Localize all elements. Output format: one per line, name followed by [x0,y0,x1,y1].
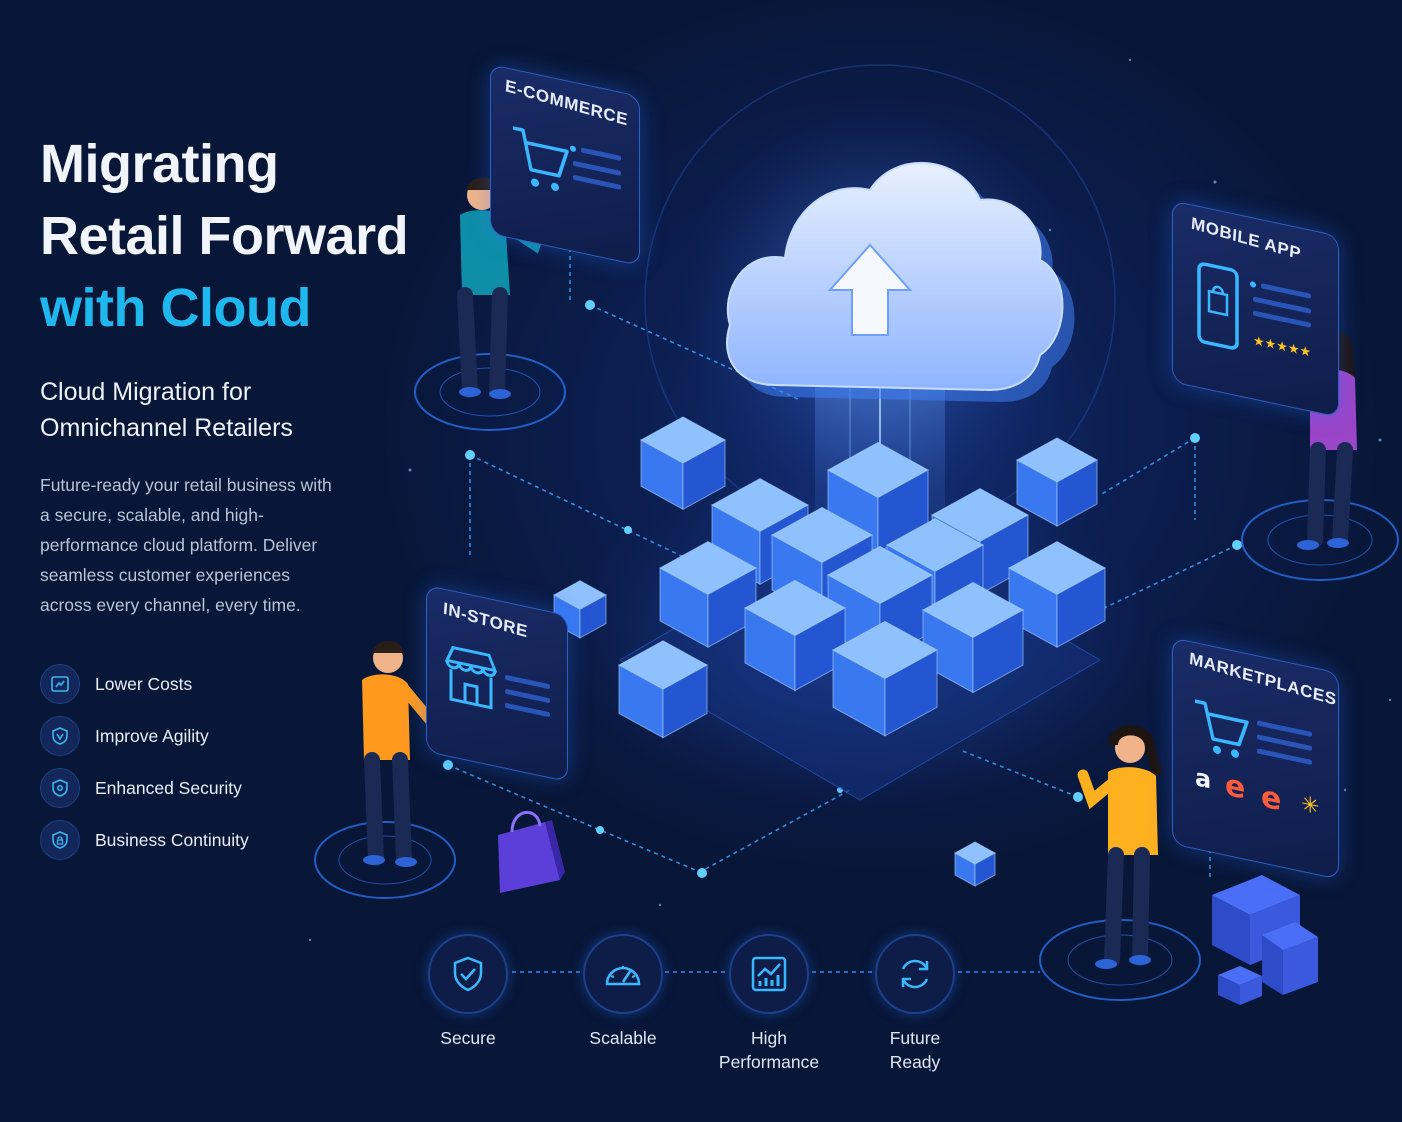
parcel-boxes-icon [1212,875,1318,1005]
feature-label-line-1: Future [889,1028,941,1048]
person-ecommerce [457,177,551,399]
feature-scalable: Scalable [548,934,698,1050]
benefit-item-enhanced-security: Enhanced Security [40,762,420,814]
benefit-item-business-continuity: Business Continuity [40,814,420,866]
agility-icon [40,716,80,756]
hero-title-line-1: Migrating [40,134,279,194]
shopping-bag-icon [498,810,565,893]
smartphone-icon: ★★★★★ [1197,262,1311,361]
feature-label-line-2: Performance [718,1052,820,1072]
storefront-icon [444,645,550,717]
feature-label: Future Ready [840,1026,990,1074]
upload-arrow-icon [827,243,913,336]
hero-subtitle: Cloud Migration for Omnichannel Retailer… [40,374,420,446]
shield-check-icon [453,956,483,992]
marketplace-logo: a [1195,763,1212,795]
feature-icon-circle [729,934,809,1014]
chart-up-icon [751,956,787,992]
feature-secure: Secure [393,934,543,1050]
benefit-label: Improve Agility [95,725,209,746]
benefit-label: Lower Costs [95,673,193,694]
channel-panel-ecommerce[interactable]: E-COMMERCE [490,64,640,266]
hero-subtitle-line-1: Cloud Migration for [40,378,252,406]
feature-icon-circle [875,934,955,1014]
channel-panel-in-store[interactable]: IN-STORE [426,584,568,783]
data-cube [639,416,727,511]
benefit-label: Business Continuity [95,829,249,850]
feature-label: High Performance [694,1026,844,1074]
feature-label-line-2: Ready [889,1052,941,1072]
data-cube [617,640,709,739]
channel-title: IN-STORE [442,598,529,642]
data-cube [1007,541,1107,649]
feature-label-line-1: Secure [440,1028,496,1048]
cart-icon [1195,699,1312,765]
cart-icon [513,126,621,191]
channel-panel-marketplaces[interactable]: MARKETPLACES a e e ✳ [1172,637,1339,880]
person-marketplaces [1077,725,1163,969]
marketplace-logo: e [1261,779,1282,819]
hero-section: Migrating Retail Forward with Cloud Clou… [40,128,420,866]
feature-label: Secure [393,1026,543,1050]
feature-label-line-1: High [751,1028,787,1048]
marketplace-logo: e [1225,767,1246,807]
feature-high-performance: High Performance [694,934,844,1074]
hero-subtitle-line-2: Omnichannel Retailers [40,414,293,442]
speedometer-icon [605,966,641,986]
channel-panel-mobile-app[interactable]: MOBILE APP ★★★★★ [1172,200,1339,418]
refresh-icon [901,959,929,989]
feature-label-line-1: Scalable [589,1028,657,1048]
data-cubes [552,416,1107,887]
benefit-item-lower-costs: Lower Costs [40,658,420,710]
feature-label: Scalable [548,1026,698,1050]
benefit-item-improve-agility: Improve Agility [40,710,420,762]
hero-description: Future-ready your retail business with a… [40,475,332,615]
feature-future-ready: Future Ready [840,934,990,1074]
security-icon [40,768,80,808]
benefit-list: Lower Costs Improve Agility Enhanced Sec… [40,658,420,866]
data-cube [831,620,939,737]
cost-icon [40,664,80,704]
spark-logo-icon: ✳ [1301,791,1320,821]
benefit-label: Enhanced Security [95,777,242,798]
data-cube [1015,437,1099,527]
data-cube [658,541,758,649]
feature-icon-circle [583,934,663,1014]
rating-stars-icon: ★★★★★ [1253,334,1311,361]
hero-title-line-3: with Cloud [40,278,311,338]
feature-icon-circle [428,934,508,1014]
hero-title-line-2: Retail Forward [40,206,409,266]
data-cube [953,841,997,887]
continuity-icon [40,820,80,860]
